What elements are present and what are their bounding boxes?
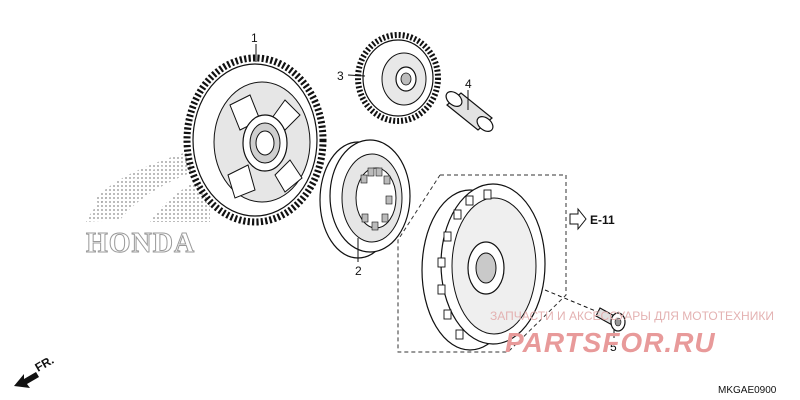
callout-5: 5	[610, 340, 617, 354]
flywheel	[421, 183, 546, 351]
callout-1: 1	[251, 31, 258, 45]
callout-2: 2	[355, 264, 362, 278]
reference-arrow-label: E-11	[590, 213, 615, 227]
starter-driven-gear	[183, 54, 327, 226]
reference-arrow: E-11	[569, 207, 615, 231]
callout-3: 3	[337, 69, 344, 83]
diagram-code: MKGAE0900	[718, 385, 777, 396]
front-direction-arrow: FR.	[14, 353, 56, 388]
one-way-clutch	[319, 139, 411, 259]
watermark-line2: PARTSFOR.RU	[505, 327, 716, 358]
starter-gear-shaft	[445, 91, 494, 132]
front-arrow-label: FR.	[33, 353, 57, 375]
honda-logo-text: HONDA	[86, 228, 195, 259]
starter-reduction-gear	[355, 32, 441, 124]
watermark-line1: ЗАПЧАСТИ И АКСЕССУАРЫ ДЛЯ МОТОТЕХНИКИ	[490, 309, 774, 323]
flywheel-bolt	[595, 307, 626, 332]
watermark: ЗАПЧАСТИ И АКСЕССУАРЫ ДЛЯ МОТОТЕХНИКИ PA…	[490, 309, 774, 358]
leader-lines	[255, 44, 615, 338]
flywheel-assembly-box	[397, 174, 567, 353]
callout-numbers: 1 2 3 4 5	[251, 31, 617, 354]
callout-4: 4	[465, 77, 472, 91]
